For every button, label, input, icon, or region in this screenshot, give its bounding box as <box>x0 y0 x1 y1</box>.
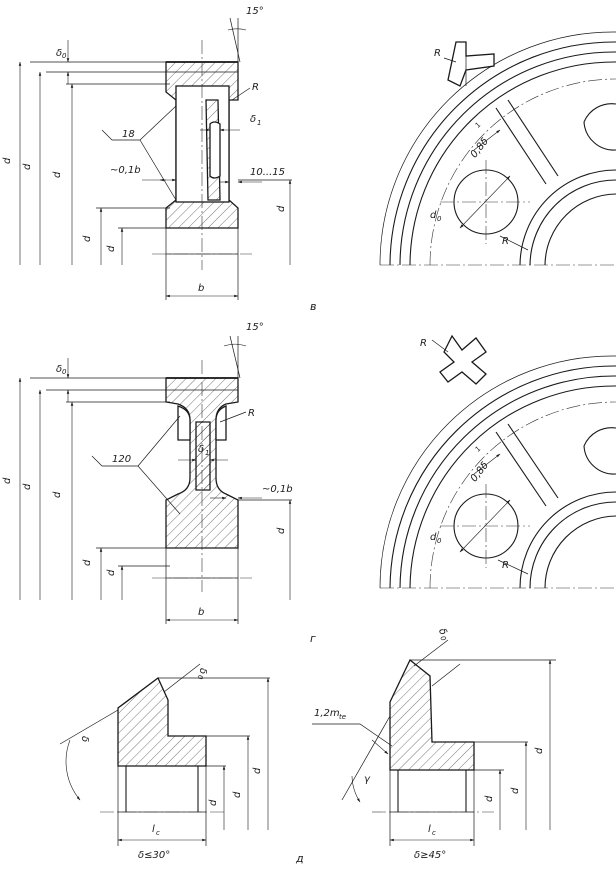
label-b-g: b <box>198 607 204 618</box>
label-lc-sub-d1: c <box>156 829 160 837</box>
label-delta0-sub-g: 0 <box>62 368 67 376</box>
label-du-g: d <box>276 527 287 534</box>
label-delta0-sub-d1: 0 <box>196 675 204 680</box>
label-d-d2: d <box>484 795 495 802</box>
label-R-rib-g: R <box>420 338 427 349</box>
label-delta-ge-45: δ≥45° <box>414 850 446 861</box>
label-delta-le-30: δ≤30° <box>138 850 170 861</box>
figure-v-wheel-view: R 0,8δ 1 d 0 R <box>379 31 616 266</box>
label-rib-08d1-sub-g: 1 <box>474 445 483 453</box>
label-d0-v: d <box>430 210 437 221</box>
label-roughness-18: 18 <box>122 129 135 140</box>
label-delta0-sub-d2: 0 <box>438 635 447 643</box>
label-R-rib-v: R <box>434 48 441 59</box>
label-delta0-sub-v: 0 <box>62 52 67 60</box>
label-dc-d1: d <box>232 791 243 798</box>
label-du-v: d <box>276 205 287 212</box>
label-delta1-sub-g: 1 <box>205 449 209 457</box>
label-b-v: b <box>198 283 204 294</box>
label-df-v: d <box>22 163 33 170</box>
label-dae-d2: d <box>534 747 545 754</box>
label-gamma: γ <box>364 774 371 785</box>
label-tol-01b-v: ~0,1b <box>110 165 141 176</box>
label-R-hub-v: R <box>502 236 509 247</box>
label-dc-v: d <box>82 235 93 242</box>
label-da-v: d <box>2 157 13 164</box>
caption-g: г <box>310 632 316 645</box>
label-df-g: d <box>22 483 33 490</box>
label-delta0-v: δ <box>56 48 62 59</box>
label-delta1-v: δ <box>250 114 256 125</box>
figure-v-section: 15° δ 0 R δ 1 18 ~0,1b 10...15 d d d d d… <box>2 6 316 313</box>
label-d-g: d <box>106 569 117 576</box>
label-lc-d2: l <box>428 824 431 835</box>
label-mte-sub: te <box>339 713 346 721</box>
caption-d: д <box>295 852 304 865</box>
label-delta-d1: δ <box>79 736 90 742</box>
figure-g-wheel-view: R 0,8δ 1 d 0 R <box>379 334 616 589</box>
figure-g-section: 15° δ 0 R δ 1 120 ~0,1b d d d d d d b г <box>2 322 316 645</box>
label-dc-g: d <box>82 559 93 566</box>
label-delta0-g: δ <box>56 364 62 375</box>
label-roughness-120: 120 <box>112 454 131 465</box>
label-delta0-d1: δ <box>197 668 208 674</box>
label-lc-sub-d2: c <box>432 829 436 837</box>
label-angle-15-v: 15° <box>246 6 264 17</box>
label-da-g: d <box>2 477 13 484</box>
label-R-v: R <box>252 82 259 93</box>
figure-d-bevel-large-angle: δ 0 1,2m te γ d d d l c δ≥45° <box>312 627 556 861</box>
label-tol-01b-g: ~0,1b <box>262 484 293 495</box>
label-d0-sub-v: 0 <box>437 215 442 223</box>
label-dob-g: d <box>52 491 63 498</box>
label-dc-d2: d <box>510 787 521 794</box>
label-dae-d1: d <box>252 767 263 774</box>
label-range-10-15: 10...15 <box>250 167 285 178</box>
label-dob-v: d <box>52 171 63 178</box>
label-R-g: R <box>248 408 255 419</box>
label-mte-coef: 1,2m <box>314 708 340 719</box>
label-delta1-g: δ <box>198 444 204 455</box>
label-d0-g: d <box>430 532 437 543</box>
label-d-d1: d <box>208 799 219 806</box>
label-lc-d1: l <box>152 824 155 835</box>
label-delta1-sub-v: 1 <box>257 119 261 127</box>
label-d-v: d <box>106 245 117 252</box>
label-R-hub-g: R <box>502 560 509 571</box>
label-d0-sub-g: 0 <box>437 537 442 545</box>
label-rib-08d1-sub-v: 1 <box>474 121 483 129</box>
label-angle-15-g: 15° <box>246 322 264 333</box>
label-delta0-d2: δ <box>436 627 449 638</box>
caption-v: в <box>310 300 316 313</box>
figure-d-bevel-small-angle: δ 0 δ d d d l c δ≤30° <box>59 663 270 861</box>
